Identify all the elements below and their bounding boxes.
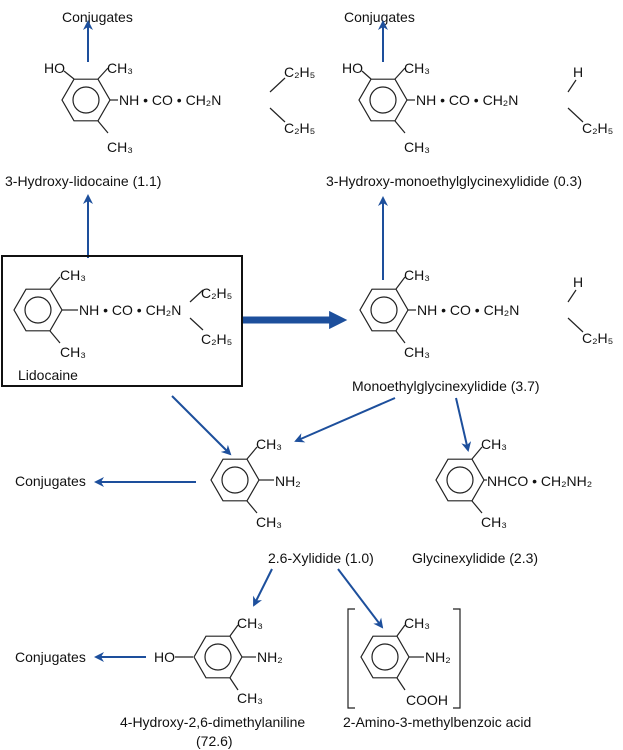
ho-group: HO bbox=[44, 60, 65, 76]
aromatic-circle bbox=[72, 86, 100, 114]
hydroxy-megx-label: 3-Hydroxy-monoethylglycinexylidide (0.3) bbox=[326, 173, 582, 189]
right-bracket bbox=[453, 608, 461, 709]
hydroxy-lidocaine-label: 3-Hydroxy-lidocaine (1.1) bbox=[5, 173, 161, 189]
ch3-group: CH₃ bbox=[481, 514, 507, 530]
amide-chain: NH • CO • CH₂N bbox=[417, 302, 519, 318]
ho-group: HO bbox=[154, 649, 175, 665]
ch3-group: CH₃ bbox=[256, 436, 282, 452]
benzene-ring bbox=[435, 458, 485, 502]
arrow-lidocaine-to-xylidide bbox=[171, 395, 232, 456]
ch3-group: CH₃ bbox=[404, 139, 430, 155]
nh2-group: NH₂ bbox=[275, 473, 301, 489]
lidocaine-label: Lidocaine bbox=[18, 367, 78, 383]
aminomethylbenzoic-label: 2-Amino-3-methylbenzoic acid bbox=[343, 714, 531, 730]
ch3-group: CH₃ bbox=[107, 139, 133, 155]
aromatic-circle bbox=[204, 643, 232, 671]
conjugates-label: Conjugates bbox=[62, 9, 133, 25]
benzene-ring bbox=[359, 288, 409, 332]
hydroxy-megx-structure: Conjugates HO CH₃ NH • CO • CH₂N H C₂H₅ … bbox=[326, 9, 613, 189]
hydroxy-dimethylaniline-value: (72.6) bbox=[196, 733, 233, 749]
aromatic-circle bbox=[369, 86, 397, 114]
glycinexylidide-structure: CH₃ NHCO • CH₂NH₂ CH₃ Glycinexylidide (2… bbox=[412, 436, 592, 566]
ch3-group: CH₃ bbox=[237, 615, 263, 631]
ch3-group: CH₃ bbox=[404, 60, 430, 76]
aminomethylbenzoic-structure: CH₃ NH₂ COOH 2-Amino-3-methylbenzoic aci… bbox=[343, 608, 531, 730]
benzene-ring bbox=[358, 78, 408, 122]
arrow-xylidide-to-aminobenzoic bbox=[337, 568, 384, 629]
ethyl-group: C₂H₅ bbox=[582, 120, 613, 136]
benzene-ring bbox=[360, 635, 410, 679]
ch3-group: CH₃ bbox=[404, 615, 430, 631]
xylidide-label: 2.6-Xylidide (1.0) bbox=[268, 550, 374, 566]
arrow-megx-to-glycinexylidide bbox=[455, 397, 472, 452]
megx-structure: CH₃ NH • CO • CH₂N H C₂H₅ CH₃ Monoethylg… bbox=[352, 267, 613, 394]
glycinexylidide-label: Glycinexylidide (2.3) bbox=[412, 550, 538, 566]
ethyl-group: C₂H₅ bbox=[582, 330, 613, 346]
hydroxy-lidocaine-structure: Conjugates HO CH₃ NH • CO • CH₂N C₂H₅ C₂… bbox=[5, 9, 315, 189]
ethyl-group: C₂H₅ bbox=[201, 331, 232, 347]
h-atom: H bbox=[573, 274, 583, 290]
aromatic-circle bbox=[370, 296, 398, 324]
lidocaine-structure: CH₃ NH • CO • CH₂N C₂H₅ C₂H₅ CH₃ Lidocai… bbox=[1, 255, 243, 387]
conjugates-label: Conjugates bbox=[344, 9, 415, 25]
ch3-group: CH₃ bbox=[481, 436, 507, 452]
aromatic-circle bbox=[221, 466, 249, 494]
hydroxy-dimethylaniline-label: 4-Hydroxy-2,6-dimethylaniline bbox=[120, 714, 305, 730]
arrow-xylidide-to-hydroxyaniline bbox=[253, 568, 273, 607]
lidocaine-box bbox=[1, 255, 243, 387]
benzene-ring bbox=[193, 635, 243, 679]
ho-group: HO bbox=[342, 60, 363, 76]
megx-label: Monoethylglycinexylidide (3.7) bbox=[352, 378, 540, 394]
aromatic-circle bbox=[371, 643, 399, 671]
glycinamide-chain: NHCO • CH₂NH₂ bbox=[487, 473, 592, 489]
ch3-group: CH₃ bbox=[60, 344, 86, 360]
h-atom: H bbox=[573, 64, 583, 80]
ch3-group: CH₃ bbox=[404, 344, 430, 360]
conjugates-label: Conjugates bbox=[15, 473, 86, 489]
amide-chain: NH • CO • CH₂N bbox=[79, 302, 181, 318]
ethyl-group: C₂H₅ bbox=[284, 64, 315, 80]
ch3-group: CH₃ bbox=[107, 60, 133, 76]
benzene-ring bbox=[13, 288, 63, 332]
left-bracket bbox=[347, 608, 355, 709]
ch3-group: CH₃ bbox=[404, 267, 430, 283]
amide-chain: NH • CO • CH₂N bbox=[119, 92, 221, 108]
benzene-ring bbox=[61, 78, 111, 122]
ethyl-group: C₂H₅ bbox=[284, 120, 315, 136]
nh2-group: NH₂ bbox=[257, 649, 283, 665]
xylidide-structure: Conjugates CH₃ NH₂ CH₃ 2.6-Xylidide (1.0… bbox=[15, 436, 374, 566]
hydroxy-dimethylaniline-structure: Conjugates HO CH₃ NH₂ CH₃ 4-Hydroxy-2,6-… bbox=[15, 615, 305, 749]
aromatic-circle bbox=[446, 466, 474, 494]
ch3-group: CH₃ bbox=[60, 267, 86, 283]
arrow-megx-to-xylidide bbox=[294, 397, 396, 443]
conjugates-label: Conjugates bbox=[15, 649, 86, 665]
cooh-group: COOH bbox=[406, 692, 448, 708]
benzene-ring bbox=[210, 458, 260, 502]
nh2-group: NH₂ bbox=[425, 649, 451, 665]
ch3-group: CH₃ bbox=[256, 514, 282, 530]
aromatic-circle bbox=[24, 296, 52, 324]
ch3-group: CH₃ bbox=[237, 690, 263, 706]
ethyl-group: C₂H₅ bbox=[201, 285, 232, 301]
amide-chain: NH • CO • CH₂N bbox=[416, 92, 518, 108]
